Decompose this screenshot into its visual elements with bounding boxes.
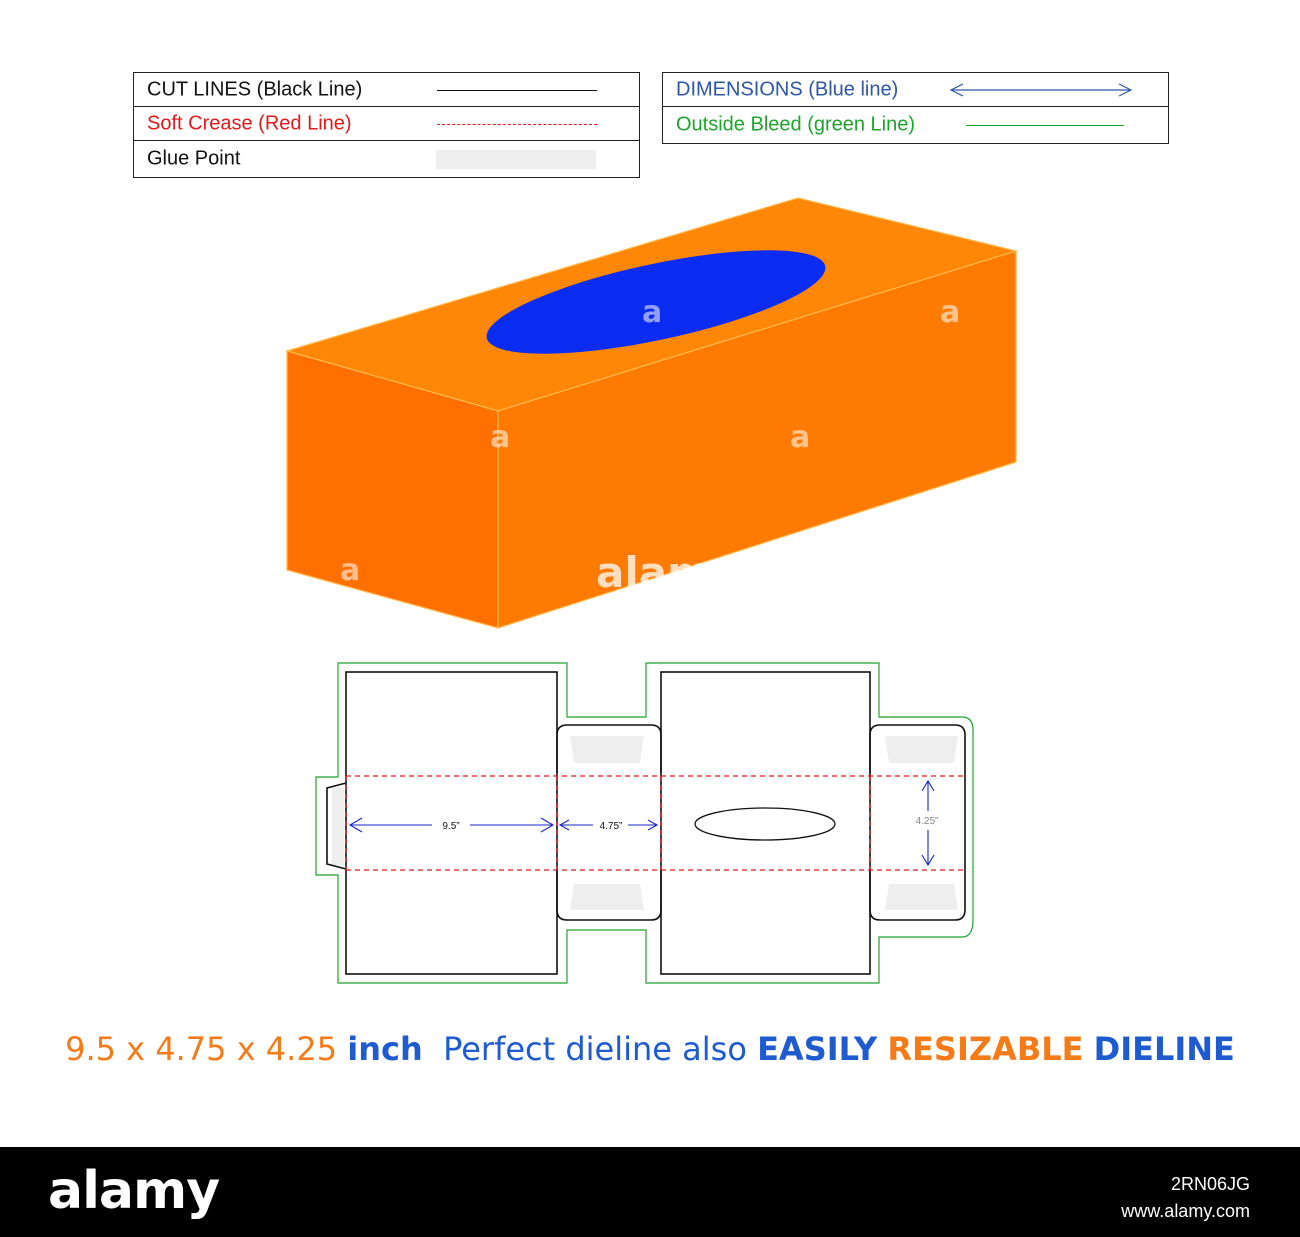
tissue-box-3d <box>284 197 1019 629</box>
cut-panel-center <box>660 671 871 975</box>
headline-dimensions: 9.5 x 4.75 x 4.25 <box>65 1030 338 1068</box>
dimension-label-width: 4.75” <box>600 821 623 832</box>
box-front-face <box>497 250 1017 629</box>
dimension-label-height: 4.25” <box>916 816 939 827</box>
headline-unit: inch <box>347 1030 423 1068</box>
dimension-lines <box>348 779 935 867</box>
cut-tuck-flap <box>556 724 662 773</box>
cut-tuck-flap <box>869 724 966 773</box>
dieline-flat: 9.5” 4.75” 4.25” <box>315 662 974 984</box>
glue-area <box>885 884 958 910</box>
legend-label-soft-crease: Soft Crease (Red Line) <box>147 112 352 134</box>
watermark-mark: a <box>340 553 360 588</box>
legend-sample-cut-line <box>437 89 597 91</box>
legend-label-glue-point: Glue Point <box>147 147 241 170</box>
outside-bleed-outline <box>315 662 974 984</box>
cut-tuck-flap <box>556 869 662 921</box>
watermark-mark: a <box>642 295 662 330</box>
watermark-mark: a <box>490 420 510 455</box>
legend-label-dimensions: DIMENSIONS (Blue line) <box>676 78 899 100</box>
legend-row-soft-crease: Soft Crease (Red Line) <box>134 107 639 141</box>
footer-logo: alamy <box>48 1161 220 1221</box>
dimension-arrowhead <box>558 819 570 831</box>
legend-table-right: DIMENSIONS (Blue line) Outside Bleed (gr… <box>662 72 1169 144</box>
legend-row-glue-point: Glue Point <box>134 141 639 177</box>
footer-bar: alamy 2RN06JG www.alamy.com <box>0 1147 1300 1237</box>
watermark-text: alamy <box>596 548 738 597</box>
glue-area <box>570 736 644 763</box>
dimension-arrowhead <box>540 817 555 833</box>
legend-row-cut-lines: CUT LINES (Black Line) <box>134 73 639 107</box>
headline: 9.5 x 4.75 x 4.25 inch Perfect dieline a… <box>0 1030 1300 1068</box>
glue-area <box>570 884 644 910</box>
legend-sample-glue-area <box>436 150 596 169</box>
legend-sample-dimension-arrow <box>949 82 1133 97</box>
watermark-layer: alamy a a a a a <box>340 295 960 597</box>
glue-area <box>885 736 958 763</box>
footer-image-id: 2RN06JG <box>1170 1174 1250 1194</box>
dimension-arrowhead <box>921 854 935 867</box>
headline-resizable: RESIZABLE <box>887 1030 1084 1068</box>
headline-easily: EASILY <box>757 1030 878 1068</box>
glue-area <box>332 787 344 865</box>
legend-sample-bleed-line <box>966 124 1124 126</box>
watermark-mark: a <box>940 295 960 330</box>
dimension-label-length: 9.5” <box>442 821 459 832</box>
illustration-canvas: alamy a a a a a <box>284 197 1019 984</box>
legend-table-left: CUT LINES (Black Line) Soft Crease (Red … <box>133 72 640 178</box>
headline-dieline: DIELINE <box>1093 1030 1235 1068</box>
footer-url: www.alamy.com <box>1121 1201 1250 1221</box>
glue-areas <box>332 736 958 910</box>
dimension-arrowhead <box>921 779 935 792</box>
headline-text: Perfect dieline also <box>443 1030 747 1068</box>
cut-glue-flap <box>326 782 347 870</box>
crease-lines <box>345 775 965 871</box>
dimension-arrowhead <box>348 817 363 833</box>
cut-tuck-flap <box>869 869 966 921</box>
legend-row-dimensions: DIMENSIONS (Blue line) <box>663 73 1168 107</box>
dimension-arrowhead <box>647 819 659 831</box>
legend-row-outside-bleed: Outside Bleed (green Line) <box>663 107 1168 142</box>
tissue-slot-opening <box>486 250 826 354</box>
legend-sample-crease-line <box>437 123 597 125</box>
legend-label-cut-lines: CUT LINES (Black Line) <box>147 78 363 100</box>
legend-label-outside-bleed: Outside Bleed (green Line) <box>676 113 916 135</box>
watermark-mark: a <box>790 420 810 455</box>
cut-tissue-slot <box>694 807 836 841</box>
